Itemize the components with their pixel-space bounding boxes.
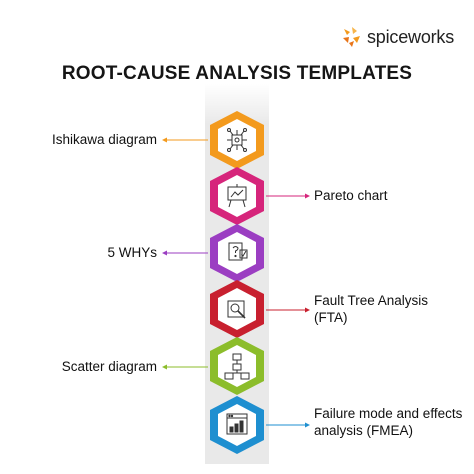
easel-chart-icon [227,184,247,208]
spiceworks-logo: spiceworks [340,26,454,48]
dashboard-chart-icon [226,413,248,435]
page-title: ROOT-CAUSE ANALYSIS TEMPLATES [61,63,413,84]
connector-ishikawa [162,137,208,143]
spiceworks-logo-icon [343,27,360,47]
label-5-whys: 5 WHYs [107,245,157,260]
label-fmea: Failure mode and effects analysis (FMEA) [314,406,463,438]
question-document-icon [228,242,248,261]
label-ishikawa-diagram: Ishikawa diagram [51,132,157,147]
connector-pareto [266,193,310,199]
hexagon-5-whys [210,224,264,282]
label-scatter-diagram: Scatter diagram [61,359,157,374]
magnifier-document-icon [227,300,246,319]
connector-5-whys [162,250,208,256]
hexagon-fault-tree [210,280,264,338]
connector-fault-tree [266,307,310,313]
hexagon-scatter [210,337,264,395]
connector-fmea [266,422,310,428]
label-pareto-chart: Pareto chart [314,188,388,203]
label-fault-tree-analysis: Fault Tree Analysis (FTA) [314,293,429,325]
hexagon-pareto [210,167,264,225]
network-diagram-icon [227,128,247,152]
brand-name: spiceworks [367,26,455,47]
connector-scatter [162,364,208,370]
flowchart-icon [224,353,250,380]
